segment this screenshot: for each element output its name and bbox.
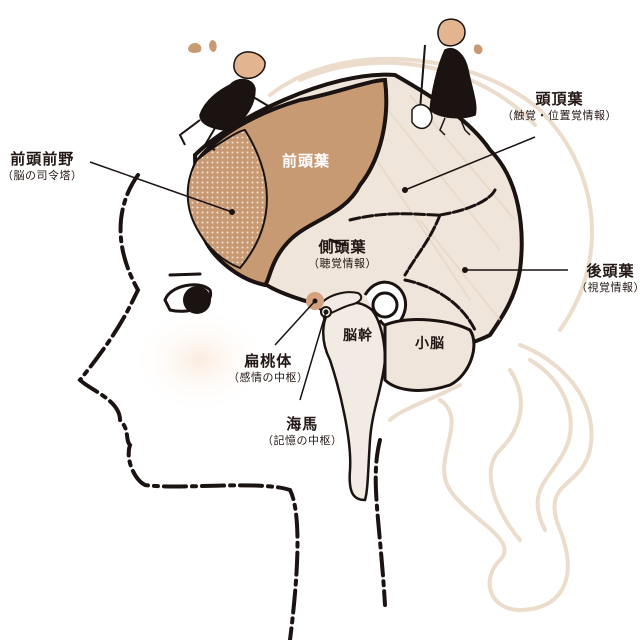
- label-occipital-lobe: 後頭葉 （視覚情報）: [576, 262, 640, 295]
- label-parietal-lobe: 頭頂葉 （触覚・位置覚情報）: [502, 90, 617, 123]
- head-outline: [77, 173, 387, 640]
- label-main: 後頭葉: [586, 262, 635, 280]
- label-prefrontal-cortex: 前頭前野 （脳の司令塔）: [2, 150, 83, 183]
- label-main: 前頭前野: [10, 150, 75, 168]
- label-brainstem: 脳幹: [343, 328, 373, 344]
- label-sub: （記憶の中枢）: [262, 434, 343, 447]
- label-sub: （聴覚情報）: [308, 257, 377, 270]
- label-hippocampus: 海馬 （記憶の中枢）: [262, 415, 343, 448]
- label-sub: （触覚・位置覚情報）: [502, 109, 617, 122]
- label-main: 海馬: [286, 415, 319, 433]
- label-main: 扁桃体: [244, 352, 293, 370]
- label-amygdala: 扁桃体 （感情の中枢）: [228, 352, 309, 385]
- label-main: 頭頂葉: [535, 90, 584, 108]
- character-right: [411, 18, 483, 136]
- brainstem: [322, 301, 387, 502]
- label-sub: （感情の中枢）: [228, 371, 309, 384]
- label-temporal-lobe: 側頭葉 （聴覚情報）: [308, 238, 377, 271]
- label-frontal-lobe: 前頭葉: [282, 152, 330, 170]
- character-left: [178, 40, 276, 151]
- cheek-blush: [130, 305, 270, 415]
- hair-outline: [268, 56, 594, 613]
- label-sub: （視覚情報）: [576, 281, 640, 294]
- label-cerebellum: 小脳: [415, 336, 445, 352]
- prefrontal-cortex: [186, 128, 268, 270]
- label-main: 側頭葉: [318, 238, 367, 256]
- label-sub: （脳の司令塔）: [2, 169, 83, 182]
- label-main: 前頭葉: [282, 152, 331, 170]
- eye-icon: [163, 272, 213, 314]
- cerebellum: [383, 318, 476, 392]
